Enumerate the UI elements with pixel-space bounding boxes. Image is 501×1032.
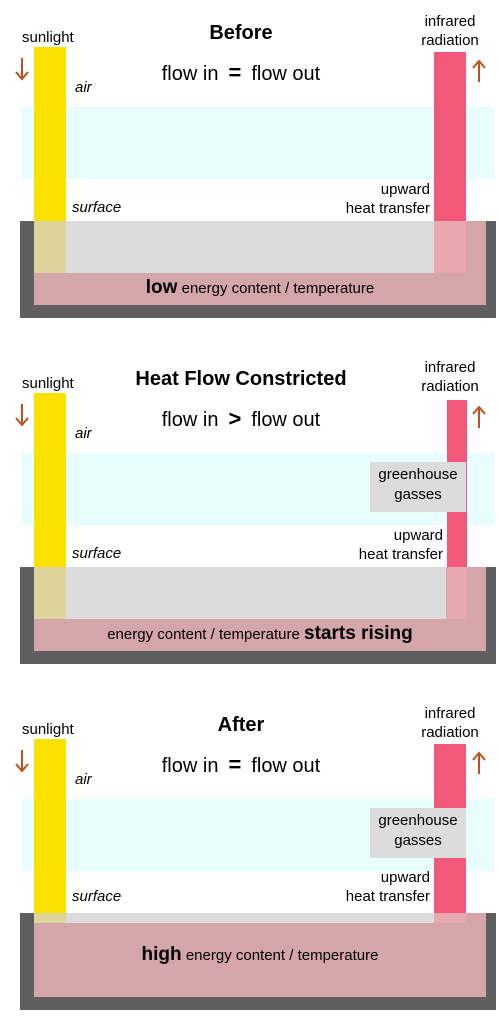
energy-caption: energy content / temperature starts risi… <box>34 623 486 645</box>
flow-out-label: flow out <box>251 409 321 431</box>
surface-label: surface <box>72 888 122 905</box>
air-label: air <box>75 425 92 442</box>
sunlight-absorbed <box>34 913 66 923</box>
panel-title: Before <box>209 22 273 44</box>
energy-caption: high energy content / temperature <box>34 944 486 966</box>
energy-text: energy content / temperature <box>107 626 300 643</box>
flow-in-label: flow in <box>161 409 219 431</box>
up-arrow-icon <box>472 59 486 82</box>
flow-operator: = <box>228 752 242 777</box>
down-arrow-icon <box>15 404 29 427</box>
flow-operator: = <box>228 60 242 85</box>
infrared-source <box>434 913 466 923</box>
infrared-source <box>447 567 467 619</box>
energy-text: energy content / temperature <box>185 947 379 964</box>
infrared-source <box>434 221 466 273</box>
flow-in-label: flow in <box>161 755 219 777</box>
flow-balance: flow in = flow out <box>0 752 482 778</box>
up-arrow-icon <box>472 405 486 428</box>
panel-title: After <box>217 714 265 736</box>
flow-out-label: flow out <box>251 63 321 85</box>
sunlight-beam <box>34 47 66 221</box>
sunlight-absorbed <box>34 567 66 619</box>
air-layer <box>22 107 494 179</box>
surface-label: surface <box>72 545 122 562</box>
energy-caption: low energy content / temperature <box>34 277 486 299</box>
down-arrow-icon <box>15 58 29 81</box>
sunlight-label: sunlight <box>22 721 74 738</box>
panel-before: Before flow in = flow out sunlight infrare… <box>0 0 501 340</box>
energy-text: energy content / temperature <box>181 280 375 297</box>
flow-balance: flow in > flow out <box>0 406 482 432</box>
down-arrow-icon <box>15 750 29 773</box>
panel-title: Heat Flow Constricted <box>135 368 347 390</box>
sunlight-beam <box>34 393 66 567</box>
surface-layer <box>66 913 434 923</box>
flow-operator: > <box>228 406 242 431</box>
sunlight-label: sunlight <box>22 29 74 46</box>
surface-layer <box>66 567 446 619</box>
sunlight-absorbed <box>34 221 66 273</box>
energy-reservoir <box>34 913 486 997</box>
air-label: air <box>75 79 92 96</box>
flow-out-label: flow out <box>251 755 321 777</box>
energy-emphasis: starts rising <box>304 623 413 644</box>
flow-in-label: flow in <box>161 63 219 85</box>
energy-emphasis: low <box>145 277 178 298</box>
energy-emphasis: high <box>141 944 182 965</box>
surface-label: surface <box>72 199 122 216</box>
sunlight-label: sunlight <box>22 375 74 392</box>
surface-layer <box>66 221 434 273</box>
flow-balance: flow in = flow out <box>0 60 482 86</box>
sunlight-beam <box>34 739 66 913</box>
infrared-beam <box>434 52 466 221</box>
air-label: air <box>75 771 92 788</box>
up-arrow-icon <box>472 751 486 774</box>
